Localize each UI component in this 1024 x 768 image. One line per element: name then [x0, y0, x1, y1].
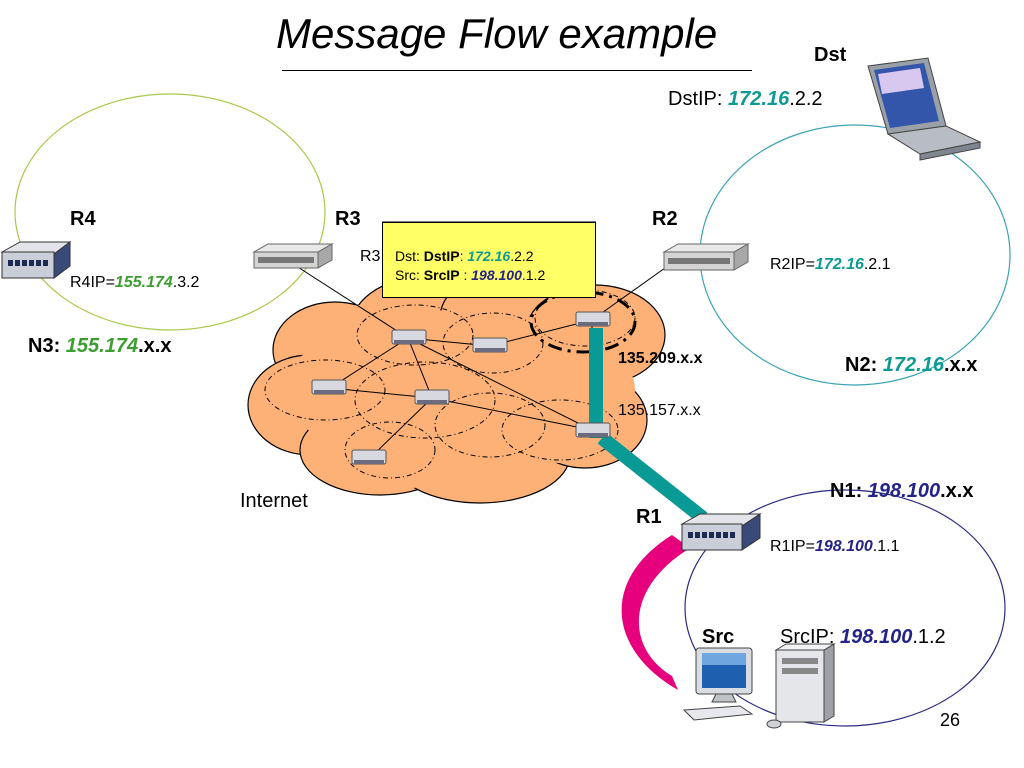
packet-header-callout: Dst: DstIP: 172.16.2.2 Src: SrcIP : 198.… [382, 222, 596, 298]
n1-label: N1: 198.100.x.x [830, 480, 973, 503]
r1-ip-host: .1.1 [872, 538, 900, 555]
link-src-to-r1 [621, 535, 690, 690]
packet-dst-field: DstIP [423, 248, 460, 264]
packet-dst-host: .2.2 [510, 248, 534, 264]
src-ip: SrcIP: 198.100.1.2 [780, 626, 946, 649]
packet-src-line: Src: SrcIP : 198.100.1.2 [395, 266, 595, 285]
src-label: Src [702, 626, 735, 648]
r4-ip: R4IP=155.174.3.2 [70, 274, 199, 292]
n3-suffix: .x.x [138, 335, 172, 357]
packet-dst-net: 172.16 [467, 248, 511, 264]
r1-ip-prefix: R1IP= [770, 538, 815, 555]
title-underline [282, 70, 752, 71]
packet-src-host: .1.2 [521, 267, 546, 283]
n1-network-ring [684, 489, 1006, 727]
r3-partial-label: R3 [360, 248, 381, 265]
packet-src-field: SrcIP [423, 267, 460, 283]
n1-net: 198.100 [867, 480, 941, 502]
r3-router-icon [252, 243, 334, 269]
internal-routers [311, 311, 611, 465]
r2-router-icon [662, 243, 750, 271]
r4-ip-prefix: R4IP= [70, 274, 115, 291]
dst-ip-net: 172.16 [728, 88, 790, 110]
link-r1-to-internet [597, 432, 708, 524]
packet-src-sep: : [459, 267, 472, 283]
n2-suffix: .x.x [943, 354, 978, 376]
subnet-135-157-label: 135.157.x.x [618, 402, 701, 419]
r2-ip: R2IP=172.16.2.1 [770, 256, 891, 274]
packet-dst-prefix: Dst: [395, 248, 424, 264]
packet-src-prefix: Src: [395, 267, 424, 283]
page-number: 26 [940, 710, 961, 730]
dst-laptop-icon [867, 57, 982, 161]
r4-label: R4 [70, 208, 96, 230]
n3-net: 155.174 [65, 335, 139, 357]
src-ip-host: .1.2 [912, 626, 946, 648]
n2-label-prefix: N2: [845, 354, 883, 376]
r2-ip-net: 172.16 [814, 256, 864, 273]
page-title: Message Flow example [276, 10, 718, 57]
r4-router-icon [0, 241, 72, 279]
subnet-135-209-label: 135.209.x.x [618, 350, 703, 367]
packet-src-net: 198.100 [471, 267, 522, 283]
r1-router-icon [680, 513, 762, 551]
r1-label: R1 [636, 506, 662, 528]
dst-ip: DstIP: 172.16.2.2 [668, 88, 823, 111]
packet-dst-sep: : [459, 248, 468, 264]
internet-label: Internet [240, 490, 308, 512]
n1-suffix: .x.x [940, 480, 974, 502]
n2-label: N2: 172.16.x.x [845, 354, 977, 377]
src-ip-label: SrcIP: [780, 626, 841, 648]
r4-ip-host: .3.2 [172, 274, 200, 291]
internet-subnets [264, 289, 636, 479]
r2-ip-host: .2.1 [863, 256, 891, 273]
r2-ip-prefix: R2IP= [770, 256, 815, 273]
dst-ip-host: .2.2 [789, 88, 823, 110]
n2-net: 172.16 [882, 354, 944, 376]
dst-ip-label: DstIP: [668, 88, 729, 110]
n3-label-prefix: N3: [28, 335, 66, 357]
n3-label: N3: 155.174.x.x [28, 335, 171, 358]
r2-label: R2 [652, 208, 678, 230]
r1-ip-net: 198.100 [814, 538, 873, 555]
dst-label: Dst [814, 44, 847, 66]
r1-ip: R1IP=198.100.1.1 [770, 538, 899, 556]
src-ip-net: 198.100 [840, 626, 913, 648]
r4-ip-net: 155.174 [114, 274, 173, 291]
n3-network-ring [14, 93, 326, 331]
r3-label: R3 [335, 208, 361, 230]
packet-dst-line: Dst: DstIP: 172.16.2.2 [395, 247, 595, 266]
n1-label-prefix: N1: [830, 480, 868, 502]
src-computer-icon [682, 643, 836, 729]
